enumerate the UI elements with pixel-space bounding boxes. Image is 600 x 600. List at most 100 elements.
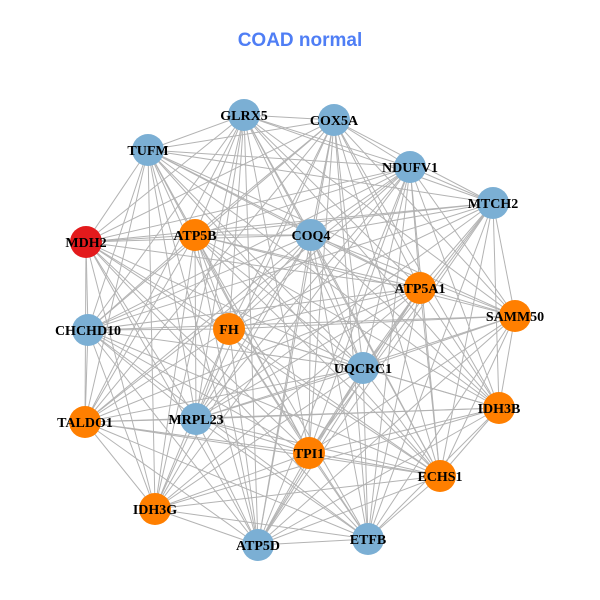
edge-GLRX5-CHCHD10 bbox=[87, 114, 245, 331]
edge-SAMM50-ETFB bbox=[367, 315, 516, 540]
edge-CHCHD10-TPI1 bbox=[87, 329, 310, 454]
node-samm50[interactable]: SAMM50 bbox=[486, 300, 544, 332]
edge-COQ4-TALDO1 bbox=[84, 234, 312, 423]
edge-COQ4-FH bbox=[228, 234, 312, 330]
edge-TUFM-TALDO1 bbox=[84, 149, 149, 423]
edge-MRPL23-ETFB bbox=[195, 418, 369, 540]
edge-GLRX5-ATP5D bbox=[243, 114, 259, 546]
node-mtch2[interactable]: MTCH2 bbox=[468, 187, 519, 219]
edge-COX5A-ATP5D bbox=[257, 119, 335, 546]
edge-COX5A-ETFB bbox=[333, 119, 369, 540]
edge-FH-ETFB bbox=[228, 328, 369, 540]
edge-TUFM-SAMM50 bbox=[147, 149, 516, 317]
node-fh[interactable]: FH bbox=[213, 313, 245, 345]
edge-MDH2-ATP5B bbox=[85, 234, 196, 243]
node-label: IDH3G bbox=[133, 503, 177, 518]
node-idh3g[interactable]: IDH3G bbox=[133, 493, 177, 525]
edge-MTCH2-IDH3B bbox=[492, 202, 500, 409]
edge-MDH2-MRPL23 bbox=[85, 241, 197, 420]
edge-UQCRC1-ECHS1 bbox=[362, 367, 441, 477]
edge-GLRX5-ATP5A1 bbox=[243, 114, 421, 289]
edge-MTCH2-FH bbox=[228, 202, 494, 330]
node-circle bbox=[70, 226, 102, 258]
edge-ATP5B-CHCHD10 bbox=[87, 234, 196, 331]
node-label: ATP5B bbox=[173, 229, 216, 244]
node-taldo1[interactable]: TALDO1 bbox=[57, 406, 113, 438]
edge-SAMM50-FH bbox=[228, 315, 516, 330]
node-cox5a[interactable]: COX5A bbox=[310, 104, 359, 136]
node-label: COQ4 bbox=[292, 229, 331, 244]
node-coq4[interactable]: COQ4 bbox=[292, 219, 331, 251]
node-circle bbox=[180, 403, 212, 435]
edge-IDH3G-ATP5D bbox=[154, 508, 259, 546]
edge-MTCH2-SAMM50 bbox=[492, 202, 516, 317]
edge-TALDO1-IDH3G bbox=[84, 421, 156, 510]
edge-MTCH2-MDH2 bbox=[85, 202, 494, 243]
node-glrx5[interactable]: GLRX5 bbox=[220, 99, 268, 131]
node-circle bbox=[347, 352, 379, 384]
node-label: TALDO1 bbox=[57, 416, 113, 431]
node-echs1[interactable]: ECHS1 bbox=[417, 460, 463, 492]
edge-ATP5A1-CHCHD10 bbox=[87, 287, 421, 331]
node-label: MRPL23 bbox=[168, 413, 223, 428]
node-mdh2[interactable]: MDH2 bbox=[65, 226, 107, 258]
node-atp5a1[interactable]: ATP5A1 bbox=[394, 272, 446, 304]
edge-ATP5A1-MRPL23 bbox=[195, 287, 421, 420]
edges bbox=[84, 114, 516, 546]
node-tufm[interactable]: TUFM bbox=[127, 134, 169, 166]
edge-COX5A-TUFM bbox=[147, 119, 335, 151]
edge-ATP5B-IDH3G bbox=[154, 234, 196, 510]
edge-SAMM50-TPI1 bbox=[308, 315, 516, 454]
edge-ATP5B-MRPL23 bbox=[194, 234, 197, 420]
edge-IDH3B-TPI1 bbox=[308, 407, 500, 454]
edge-NDUFV1-TALDO1 bbox=[84, 166, 411, 423]
node-circle bbox=[352, 523, 384, 555]
edge-TPI1-ETFB bbox=[308, 452, 369, 540]
edge-IDH3B-ATP5D bbox=[257, 407, 500, 546]
node-mrpl23[interactable]: MRPL23 bbox=[168, 403, 224, 435]
node-tpi1[interactable]: TPI1 bbox=[293, 437, 325, 469]
edge-NDUFV1-ATP5B bbox=[194, 166, 411, 236]
edge-TUFM-MDH2 bbox=[85, 149, 149, 243]
edge-NDUFV1-TPI1 bbox=[308, 166, 411, 454]
edge-ECHS1-IDH3G bbox=[154, 475, 441, 510]
node-chchd10[interactable]: CHCHD10 bbox=[55, 314, 121, 346]
edge-COX5A-MRPL23 bbox=[195, 119, 335, 420]
edge-TALDO1-ATP5D bbox=[84, 421, 259, 546]
edge-UQCRC1-TPI1 bbox=[308, 367, 364, 454]
edge-GLRX5-IDH3G bbox=[154, 114, 245, 510]
node-label: TPI1 bbox=[294, 447, 324, 462]
node-etfb[interactable]: ETFB bbox=[350, 523, 387, 555]
edge-GLRX5-TPI1 bbox=[243, 114, 310, 454]
node-uqcrc1[interactable]: UQCRC1 bbox=[334, 352, 392, 384]
edge-COQ4-ATP5A1 bbox=[310, 234, 421, 289]
edge-ATP5A1-ECHS1 bbox=[419, 287, 441, 477]
edge-COQ4-TPI1 bbox=[308, 234, 312, 454]
edge-UQCRC1-IDH3B bbox=[362, 367, 500, 409]
edge-MTCH2-ATP5A1 bbox=[419, 202, 494, 289]
node-atp5d[interactable]: ATP5D bbox=[236, 529, 280, 561]
node-atp5b[interactable]: ATP5B bbox=[173, 219, 217, 251]
edge-TUFM-MTCH2 bbox=[147, 149, 494, 204]
node-circle bbox=[394, 151, 426, 183]
node-label: CHCHD10 bbox=[55, 324, 121, 339]
node-circle bbox=[139, 493, 171, 525]
edge-ATP5A1-IDH3G bbox=[154, 287, 421, 510]
edge-MDH2-ATP5A1 bbox=[85, 241, 421, 289]
node-circle bbox=[69, 406, 101, 438]
edge-TALDO1-MRPL23 bbox=[84, 418, 197, 423]
node-ndufv1[interactable]: NDUFV1 bbox=[382, 151, 438, 183]
edge-CHCHD10-UQCRC1 bbox=[87, 329, 364, 369]
node-circle bbox=[477, 187, 509, 219]
edge-UQCRC1-TALDO1 bbox=[84, 367, 364, 423]
edge-TPI1-ATP5D bbox=[257, 452, 310, 546]
edge-SAMM50-ECHS1 bbox=[439, 315, 516, 477]
edge-TPI1-ECHS1 bbox=[308, 452, 441, 477]
node-circle bbox=[179, 219, 211, 251]
node-idh3b[interactable]: IDH3B bbox=[478, 392, 521, 424]
edge-CHCHD10-ATP5D bbox=[87, 329, 259, 546]
edge-ATP5A1-FH bbox=[228, 287, 421, 330]
node-label: TUFM bbox=[127, 144, 168, 159]
